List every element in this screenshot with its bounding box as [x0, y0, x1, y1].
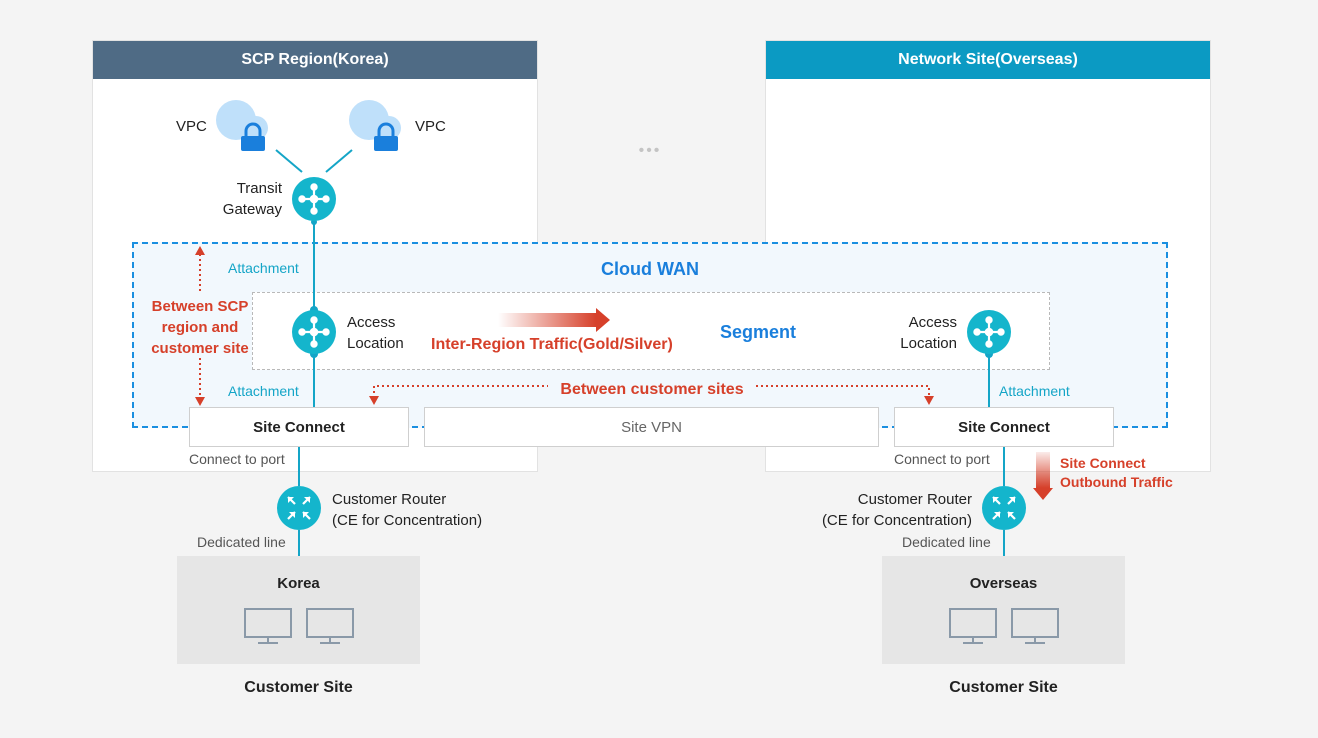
attachment-right-label: Attachment [999, 383, 1070, 399]
attachment-left-label: Attachment [228, 383, 299, 399]
access-location-icon [292, 310, 336, 354]
monitor-icon [949, 608, 997, 644]
vpc-left-label: VPC [176, 118, 207, 135]
monitor-icon [244, 608, 292, 644]
attachment-top-label: Attachment [228, 260, 299, 276]
inter-region-label: Inter-Region Traffic(Gold/Silver) [431, 336, 673, 353]
between-scp-line1: Between SCP [151, 298, 249, 315]
segment-label: Segment [719, 322, 797, 342]
vpc-right-label: VPC [415, 118, 446, 135]
scp-region-title: SCP Region(Korea) [93, 41, 537, 79]
network-site-title: Network Site(Overseas) [766, 41, 1210, 79]
cloud-wan-title: Cloud WAN [601, 259, 699, 279]
overseas-label: Overseas [969, 575, 1038, 592]
vpc-cloud-lock-icon [216, 100, 268, 151]
transit-gateway-label-line1: Transit [236, 180, 282, 197]
vpc-cloud-lock-icon [349, 100, 401, 151]
outbound-line2: Outbound Traffic [1060, 474, 1173, 490]
monitor-icon [306, 608, 354, 644]
transit-gateway-icon [292, 177, 336, 221]
between-scp-line2: region and [161, 319, 239, 336]
access-location-right-line1: Access [908, 314, 957, 331]
router-right-line2: (CE for Concentration) [821, 512, 972, 529]
access-location-left-line1: Access [347, 314, 396, 331]
customer-site-left-label: Customer Site [244, 679, 353, 696]
customer-router-icon [982, 486, 1026, 530]
korea-site-box [177, 556, 420, 664]
site-connect-right: Site Connect [894, 407, 1114, 447]
router-left-line2: (CE for Concentration) [332, 512, 483, 529]
customer-router-icon [277, 486, 321, 530]
customer-site-right-label: Customer Site [949, 679, 1058, 696]
inter-region-arrow [498, 313, 596, 327]
between-scp-line3: customer site [151, 340, 249, 357]
connect-to-port-left: Connect to port [189, 451, 285, 467]
outbound-arrow [1036, 452, 1050, 488]
dedicated-left: Dedicated line [197, 534, 286, 550]
segment-box [252, 292, 1050, 370]
vpc-right-link [325, 149, 353, 173]
router-right-line1: Customer Router [857, 491, 972, 508]
outbound-line1: Site Connect [1060, 455, 1146, 471]
between-customers-label: Between customer sites [560, 381, 744, 398]
access-location-right-line2: Location [900, 335, 957, 352]
transit-gateway-label-line2: Gateway [222, 201, 282, 218]
site-connect-left: Site Connect [189, 407, 409, 447]
vpc-left-link [275, 149, 303, 173]
site-vpn: Site VPN [424, 407, 879, 447]
dedicated-right: Dedicated line [902, 534, 991, 550]
access-location-left-line2: Location [347, 335, 404, 352]
korea-label: Korea [277, 575, 320, 592]
router-left-line1: Customer Router [332, 491, 447, 508]
connect-to-port-right: Connect to port [894, 451, 990, 467]
overseas-site-box [882, 556, 1125, 664]
ellipsis: ••• [638, 142, 662, 159]
monitor-icon [1011, 608, 1059, 644]
between-customers-arrow [373, 385, 548, 398]
access-location-icon [967, 310, 1011, 354]
